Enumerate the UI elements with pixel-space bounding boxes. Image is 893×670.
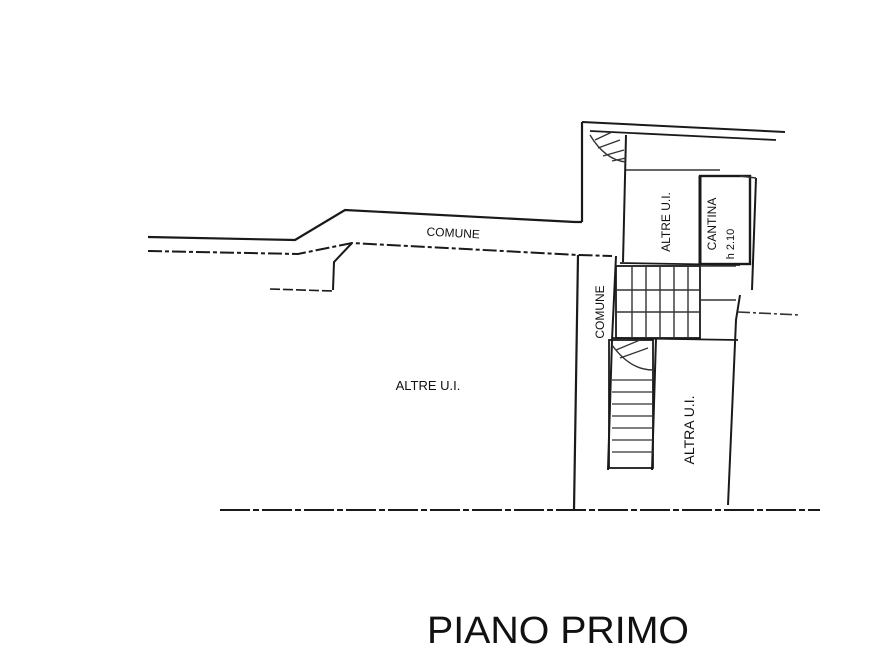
room-label-comune-vertical: COMUNE: [593, 285, 607, 338]
room-label-cantina: CANTINA: [705, 198, 719, 251]
room-label-altre-ui-main: ALTRE U.I.: [396, 378, 461, 393]
room-label-cantina-height: h 2.10: [725, 229, 737, 260]
building-outline: [220, 121, 820, 511]
room-label-altra-ui: ALTRA U.I.: [681, 396, 697, 465]
lower-stair: [608, 339, 654, 469]
cantina-box: [698, 174, 757, 266]
plan-title: PIANO PRIMO: [427, 610, 689, 652]
corridor-walls: [147, 208, 613, 292]
upper-stair: [589, 131, 627, 163]
room-label-altre-ui-small: ALTRE U.I.: [659, 192, 673, 252]
main-stair: [615, 265, 736, 339]
room-label-comune-corridor: COMUNE: [426, 225, 480, 242]
